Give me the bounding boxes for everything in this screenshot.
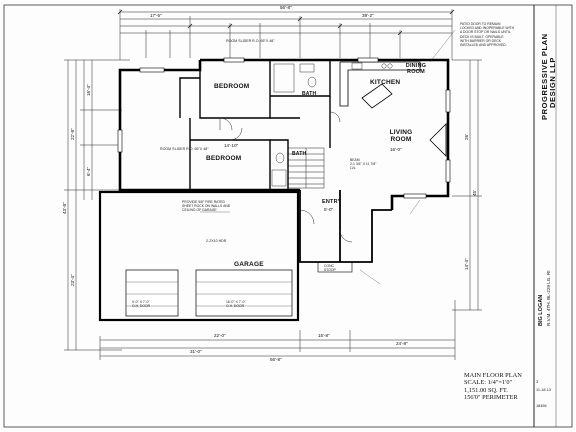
garage-walls [98, 190, 300, 322]
note-garage-door-2: 16'-0" X 7'-0" O.H. DOOR [226, 300, 246, 309]
garage-doors [125, 269, 293, 317]
note-header: 2-2X10 HDR [206, 239, 227, 243]
note-beam: BEAM 2-1 3/4" X 11 7/8" LVL [350, 158, 377, 171]
room-label-bedroom-2: BEDROOM [206, 155, 242, 162]
dim-bottom-overall: 56'-8" [270, 357, 282, 362]
dim-living-size: 16'-0" [390, 147, 402, 152]
sheet-number: 3 [536, 380, 539, 384]
room-label-garage: GARAGE [234, 261, 264, 268]
plan-area: 1,151.00 SQ. FT. [464, 386, 508, 394]
note-room-slider-1: ROOM SLIDER R.O. 65"X 48" [226, 39, 275, 43]
room-label-dining: DINING ROOM [405, 63, 427, 75]
note-firewall: PROVIDE 5/8" FIRE RATED SHEET ROCK ON WA… [182, 200, 231, 213]
windows [117, 57, 451, 199]
room-label-bedroom-1: BEDROOM [214, 83, 250, 90]
sheet-border [3, 4, 573, 428]
dim-top-left: 17'-6" [150, 13, 162, 18]
room-label-entry: ENTRY [322, 199, 342, 205]
garage-door-panels [126, 281, 292, 307]
dim-left-seg1: 16'-4" [86, 84, 91, 96]
dim-bottom-mid2: 22'-0" [214, 333, 226, 338]
plan-date: 11-18-13 [536, 388, 551, 392]
stoop [317, 261, 353, 273]
dim-right-lower: 14'-4" [464, 258, 469, 270]
note-room-slider-2: ROOM SLIDER R.O. 65"X 48" [160, 147, 209, 151]
dimension-ticks [117, 9, 455, 36]
dim-left-overall: 43'-8" [62, 202, 67, 214]
plan-perimeter: 156'0" PERIMETER [464, 394, 518, 402]
note-stoop: CONC STOOP [324, 264, 336, 273]
bottom-dimensions [99, 300, 456, 360]
kitchen-counters [339, 61, 421, 109]
bath-fixtures [271, 63, 317, 187]
right-dimensions [452, 59, 482, 311]
leader-lines [200, 29, 456, 285]
plan-info-block: MAIN FLOOR PLAN SCALE: 1/4"=1'0" 1,151.0… [464, 372, 522, 402]
plan-title: MAIN FLOOR PLAN [464, 372, 522, 379]
dim-left-seg2: 6'-4" [86, 166, 91, 176]
company-name-line2: DESIGN LLP [548, 56, 557, 108]
top-dimensions [119, 9, 453, 60]
room-label-bath-2: BATH [292, 151, 307, 157]
entry-walls [299, 190, 392, 263]
fireplace [429, 123, 447, 157]
dim-top-right: 39'-2" [362, 13, 374, 18]
plan-name: BIG LOGAN [538, 294, 544, 326]
dim-bottom-mid: 15'-8" [318, 333, 330, 338]
note-garage-door-1: 9'-0" X 7'-0" O.H. DOOR [132, 300, 151, 309]
order-number: 18456 [536, 404, 547, 408]
plan-scale: SCALE: 1/4"=1'0" [464, 379, 513, 387]
dim-left-lower: 23'-4" [70, 274, 75, 286]
left-dimensions [64, 59, 130, 351]
dim-left-upper: 22'-8" [70, 128, 75, 140]
door-swings [219, 111, 353, 243]
dim-right-overall: 45' [472, 190, 477, 196]
room-label-bath-1: BATH [302, 91, 317, 97]
dim-bedroom-size: 14'-10" [224, 143, 239, 148]
dim-bottom-left: 31'-0" [190, 349, 202, 354]
dim-bottom-right: 24'-8" [396, 341, 408, 346]
interior-walls [179, 60, 331, 190]
room-label-living: LIVING ROOM [389, 129, 413, 143]
dim-entry-size: 5'-0" [324, 207, 334, 212]
plan-number: R.V.M. 4TH. BL-229 LG. RI [546, 270, 551, 327]
note-patio-door: PATIO DOOR TO REMAIN LOCKED AND INOPERAB… [460, 22, 515, 48]
room-label-kitchen: KITCHEN [370, 79, 401, 86]
dim-right-upper: 26' [464, 134, 469, 140]
kitchen-fixtures [351, 62, 393, 70]
dim-top-overall: 56'-8" [280, 5, 292, 10]
